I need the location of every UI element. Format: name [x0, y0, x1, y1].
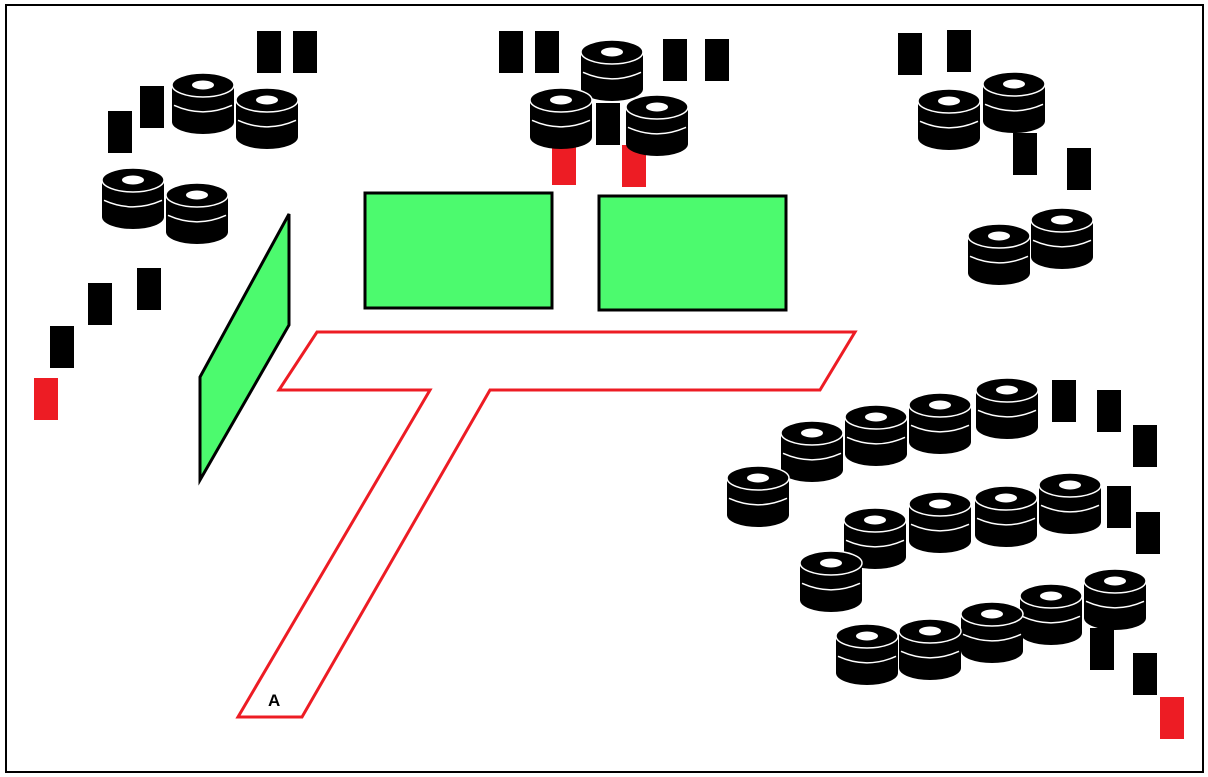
tire: [171, 72, 235, 134]
block: [137, 268, 161, 310]
tire: [235, 87, 299, 149]
block: [108, 111, 132, 153]
block: [50, 326, 74, 368]
tire: [1019, 583, 1083, 645]
block: [140, 86, 164, 128]
block: [88, 283, 112, 325]
block: [1067, 148, 1091, 190]
green-panel-slanted: [198, 213, 291, 486]
red-block: [552, 143, 576, 185]
block: [293, 31, 317, 73]
tire: [974, 485, 1038, 547]
tire: [1038, 472, 1102, 534]
block: [1097, 390, 1121, 432]
block: [947, 30, 971, 72]
tire: [917, 88, 981, 150]
tire: [780, 420, 844, 482]
tire: [898, 618, 962, 680]
block: [1090, 628, 1114, 670]
tire: [982, 71, 1046, 133]
block: [596, 103, 620, 145]
block: [499, 31, 523, 73]
tires-layer: [101, 39, 1147, 685]
tire: [529, 87, 593, 149]
tire: [908, 491, 972, 553]
green-panels: [198, 191, 788, 486]
marker-label-a: A: [268, 691, 280, 710]
tire: [1030, 207, 1094, 269]
tire: [165, 182, 229, 244]
tire: [1083, 568, 1147, 630]
block: [535, 31, 559, 73]
red-block: [34, 378, 58, 420]
tire: [799, 550, 863, 612]
block: [663, 39, 687, 81]
tire: [580, 39, 644, 101]
blocks-layer: [50, 30, 1160, 695]
green-panel-center-right: [597, 194, 788, 312]
tire: [101, 167, 165, 229]
tire: [625, 94, 689, 156]
tire: [726, 465, 790, 527]
t-shaped-path: [235, 330, 858, 719]
block: [1136, 512, 1160, 554]
block: [1133, 425, 1157, 467]
tire: [843, 507, 907, 569]
tire: [975, 377, 1039, 439]
block: [1052, 380, 1076, 422]
block: [1107, 486, 1131, 528]
tire: [960, 601, 1024, 663]
red-block: [1160, 697, 1184, 739]
tire: [967, 223, 1031, 285]
block: [705, 39, 729, 81]
tire: [908, 392, 972, 454]
block: [1013, 133, 1037, 175]
block: [257, 31, 281, 73]
block: [1133, 653, 1157, 695]
tire: [835, 623, 899, 685]
green-panel-center-left: [363, 191, 554, 310]
block: [898, 33, 922, 75]
tire: [844, 404, 908, 466]
